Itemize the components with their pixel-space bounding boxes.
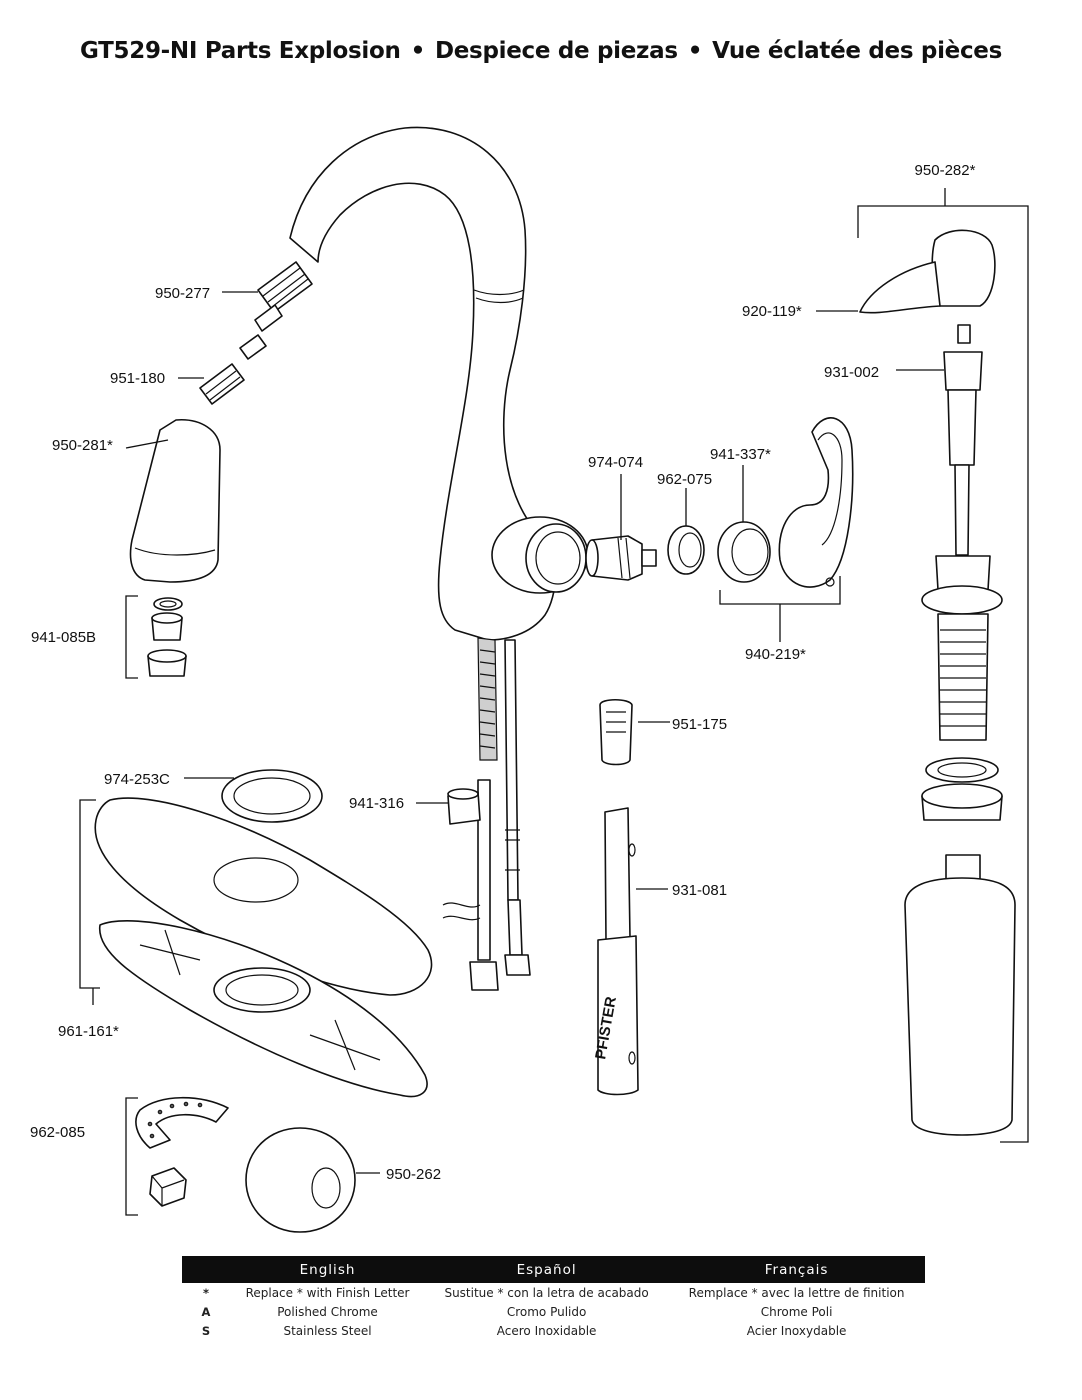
part-label: 950-282* — [915, 162, 976, 179]
nut-and-cover-drawing — [125, 1096, 356, 1233]
valve-assembly-drawing — [585, 417, 854, 642]
part-label: 974-253C — [104, 771, 170, 788]
part-label: 962-075 — [657, 471, 712, 488]
title-spanish: Despiece de piezas — [434, 38, 678, 64]
legend-header-blank — [182, 1256, 230, 1283]
leader-lines — [125, 291, 944, 1174]
part-label: 941-085B — [31, 629, 96, 646]
legend-key: * — [202, 1285, 209, 1300]
legend-english: Replace * with Finish Letter — [245, 1285, 410, 1300]
legend-spanish: Sustitue * con la letra de acabado — [444, 1285, 649, 1300]
legend-row: * Replace * with Finish Letter Sustitue … — [182, 1283, 925, 1302]
title-separator: • — [687, 38, 703, 64]
title-separator: • — [410, 38, 426, 64]
part-label: 950-277 — [155, 285, 210, 302]
part-label: 941-337* — [710, 446, 771, 463]
title-french: Vue éclatée des pièces — [712, 38, 1003, 64]
faucet-body-drawing — [289, 126, 589, 991]
part-label: 931-081 — [672, 882, 727, 899]
part-label: 920-119* — [742, 303, 802, 320]
soap-dispenser-drawing — [857, 188, 1029, 1143]
legend-key: S — [201, 1323, 211, 1338]
part-label: 951-180 — [110, 370, 165, 387]
part-label: 950-262 — [386, 1166, 441, 1183]
legend-header-spanish: Español — [425, 1256, 669, 1283]
legend-table: English Español Français * Replace * wit… — [182, 1256, 925, 1340]
legend-row: A Polished Chrome Cromo Pulido Chrome Po… — [182, 1302, 925, 1321]
part-label: 931-002 — [824, 364, 879, 381]
legend-english: Polished Chrome — [277, 1304, 378, 1319]
legend-spanish: Cromo Pulido — [506, 1304, 587, 1319]
title-english: GT529-NI Parts Explosion — [79, 38, 401, 64]
part-label: 951-175 — [672, 716, 727, 733]
legend-french: Acier Inoxydable — [746, 1323, 847, 1338]
part-label: 950-281* — [52, 437, 113, 454]
parts-explosion-diagram: PFISTER 950-282* 950-277 920-119* 951-18… — [30, 126, 1029, 1233]
mounting-hardware-drawing — [79, 698, 639, 1098]
part-label: 961-161* — [58, 1023, 119, 1040]
part-label: 962-085 — [30, 1124, 85, 1141]
legend-header-english: English — [230, 1256, 426, 1283]
part-label: 940-219* — [745, 646, 806, 663]
legend-key: A — [201, 1304, 211, 1319]
part-label: 974-074 — [588, 454, 643, 471]
legend-header-french: Français — [668, 1256, 925, 1283]
part-labels: 950-282* 950-277 920-119* 951-180 931-00… — [30, 162, 976, 1183]
legend-row: S Stainless Steel Acero Inoxidable Acier… — [182, 1321, 925, 1340]
legend-header-row: English Español Français — [182, 1256, 925, 1283]
page-title: GT529-NI Parts Explosion • Despiece de pie… — [0, 38, 1082, 64]
legend-french: Remplace * avec la lettre de finition — [688, 1285, 905, 1300]
legend-spanish: Acero Inoxidable — [496, 1323, 597, 1338]
part-label: 941-316 — [349, 795, 404, 812]
sprayer-drawing — [125, 261, 313, 679]
legend-french: Chrome Poli — [760, 1304, 833, 1319]
legend-english: Stainless Steel — [283, 1323, 372, 1338]
